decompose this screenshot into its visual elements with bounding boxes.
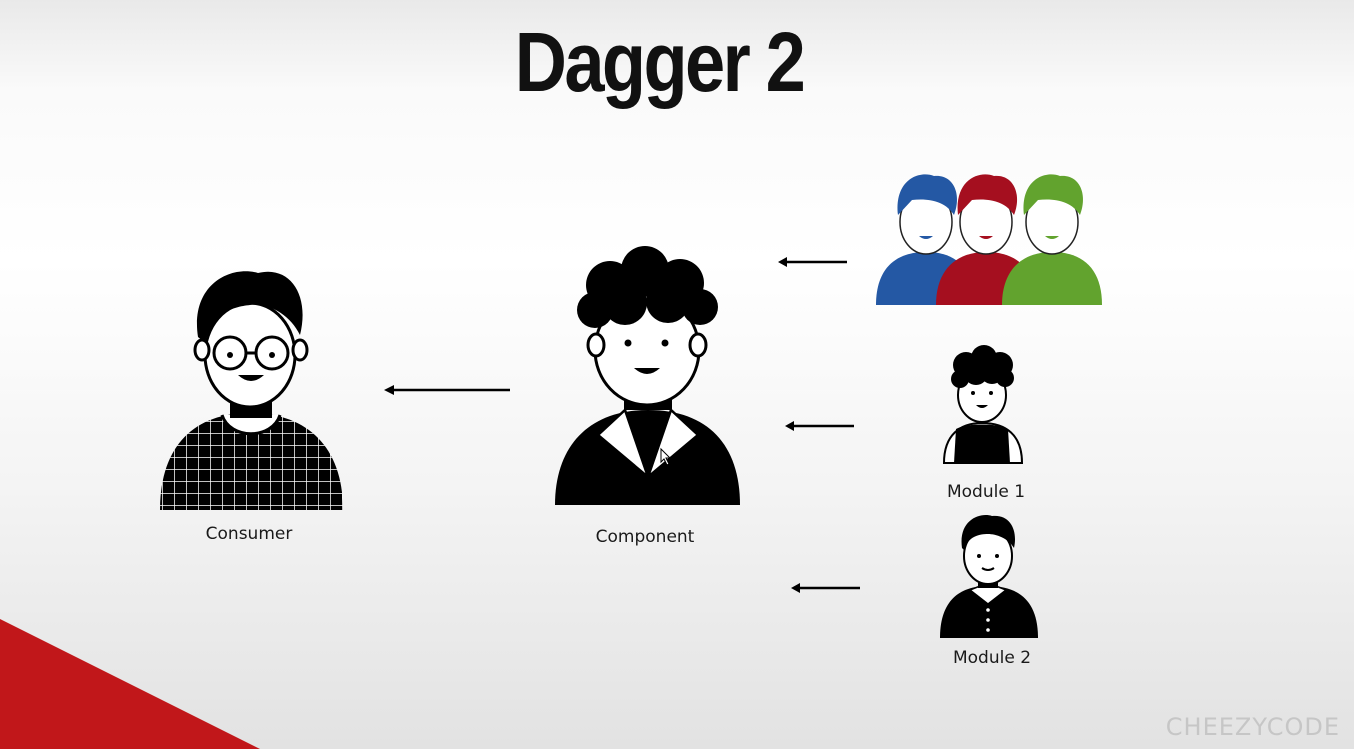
component-label: Component xyxy=(595,527,695,547)
corner-decoration xyxy=(0,619,260,749)
slide-title: Dagger 2 xyxy=(514,15,806,109)
people-group-icon xyxy=(876,174,1102,305)
module2-label: Module 2 xyxy=(952,648,1032,668)
watermark: CHEEZYCODE xyxy=(1165,713,1340,741)
module2-person-icon xyxy=(940,515,1038,638)
component-person-icon xyxy=(555,246,740,505)
arrow-component-to-consumer xyxy=(384,385,510,395)
mouse-cursor-icon xyxy=(660,447,672,466)
arrow-module2-to-component xyxy=(791,583,860,593)
module1-label: Module 1 xyxy=(946,482,1026,502)
consumer-label: Consumer xyxy=(205,524,293,544)
consumer-person-icon xyxy=(160,271,343,510)
module1-person-icon xyxy=(942,345,1024,464)
arrow-group-to-component xyxy=(778,257,847,267)
arrow-module1-to-component xyxy=(785,421,854,431)
